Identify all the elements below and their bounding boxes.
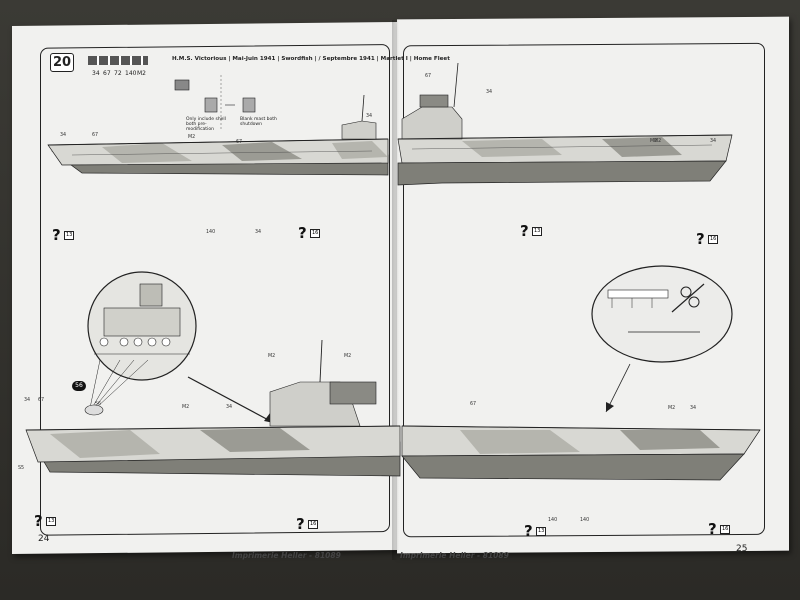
part-label: 56 bbox=[95, 402, 102, 407]
note-left: Only include shell both pre-modification bbox=[186, 117, 226, 132]
top-funnel bbox=[419, 94, 449, 108]
top-island bbox=[341, 120, 377, 140]
part-label: 140 bbox=[206, 230, 216, 235]
book-gutter bbox=[392, 20, 402, 560]
part-label: 34 bbox=[366, 114, 373, 119]
callout-question: ? bbox=[524, 522, 533, 540]
top-camo-patch bbox=[462, 139, 562, 157]
bottom-ship-profile bbox=[25, 339, 761, 481]
callout-question: ? bbox=[298, 224, 307, 242]
part-label: M2 bbox=[668, 406, 676, 411]
part-label: M2 bbox=[182, 405, 190, 410]
part-label: M2 bbox=[188, 135, 196, 140]
part-label: M2 bbox=[344, 354, 352, 359]
part-label: M2 bbox=[654, 139, 662, 144]
part-label: 34 bbox=[486, 90, 493, 95]
callout-ref: 13 bbox=[64, 231, 75, 240]
callout-question: ? bbox=[52, 226, 61, 244]
callout-question: ? bbox=[296, 515, 305, 533]
page-number-left: 24 bbox=[38, 534, 50, 544]
callout-ref: 13 bbox=[532, 227, 543, 236]
bottom-camo-patch bbox=[620, 430, 720, 450]
part-label: 34 bbox=[24, 398, 31, 403]
callout-ref: 13 bbox=[536, 527, 547, 536]
callout-question: ? bbox=[696, 230, 705, 248]
top-flight-deck bbox=[47, 138, 389, 146]
part-label: 67 bbox=[92, 133, 99, 138]
paint-ref: 72 bbox=[114, 70, 122, 77]
step-number: 20 bbox=[50, 53, 74, 72]
part-label: 34 bbox=[60, 133, 67, 138]
top-island-right bbox=[401, 106, 463, 140]
callout-ref: 16 bbox=[720, 525, 731, 534]
callout-question: ? bbox=[708, 520, 717, 538]
paint-ref: M2 bbox=[137, 70, 146, 77]
part-label: 140 bbox=[580, 518, 590, 523]
part-label: 140 bbox=[548, 518, 558, 523]
bottom-funnel bbox=[329, 381, 377, 405]
detail-leader bbox=[605, 363, 631, 413]
paint-ref: 67 bbox=[103, 70, 111, 77]
bottom-camo-patch bbox=[50, 430, 160, 458]
footer-left: Imprimerie Heller - 81089 bbox=[232, 551, 341, 560]
bottom-hull-lower-right bbox=[401, 453, 745, 481]
callout-ref: 16 bbox=[708, 235, 719, 244]
part-label: S5 bbox=[18, 466, 25, 471]
page-number-right: 25 bbox=[736, 544, 748, 554]
top-mast bbox=[453, 62, 459, 108]
top-camo-patch bbox=[332, 141, 388, 159]
leader-lines bbox=[84, 359, 149, 416]
callout-ref: 16 bbox=[310, 229, 321, 238]
part-label: 67 bbox=[425, 74, 432, 79]
callout-ref: 13 bbox=[46, 517, 57, 526]
callout-ref: 16 bbox=[308, 520, 319, 529]
detail-magnifier bbox=[87, 271, 197, 381]
top-camo-patch bbox=[222, 142, 302, 161]
callout-question: ? bbox=[520, 222, 529, 240]
top-hull-lower-right bbox=[397, 160, 727, 186]
bottom-mast bbox=[319, 339, 323, 383]
part-label: 34 bbox=[710, 139, 717, 144]
part-label: 34 bbox=[226, 405, 233, 410]
top-ship-profile bbox=[47, 62, 733, 186]
top-camo-patch bbox=[602, 137, 682, 157]
part-label: 34 bbox=[255, 230, 262, 235]
part-label: M2 bbox=[268, 354, 276, 359]
part-label: 34 bbox=[690, 406, 697, 411]
paint-swatch-strip bbox=[88, 56, 148, 65]
top-camo-patch bbox=[102, 143, 192, 163]
bottom-camo-patch bbox=[460, 430, 580, 454]
header-title: H.M.S. Victorious | Mai-Juin 1941 | Swor… bbox=[172, 56, 450, 62]
part-label: 67 bbox=[236, 140, 243, 145]
footer-right: Imprimerie Heller - 81089 bbox=[400, 551, 509, 560]
scissors-detail bbox=[591, 265, 733, 363]
part-label: M2 bbox=[650, 139, 658, 144]
part-label: 67 bbox=[38, 398, 45, 403]
paint-ref: 34 bbox=[92, 70, 100, 77]
note-right: Blank mast both shutdown bbox=[240, 117, 277, 127]
paint-ref: 140 bbox=[125, 70, 137, 77]
part-label: 67 bbox=[470, 402, 477, 407]
mast-detail-diagram bbox=[174, 75, 256, 130]
bottom-camo-patch bbox=[200, 428, 310, 452]
callout-question: ? bbox=[34, 512, 43, 530]
part-bubble: 56 bbox=[72, 381, 86, 391]
